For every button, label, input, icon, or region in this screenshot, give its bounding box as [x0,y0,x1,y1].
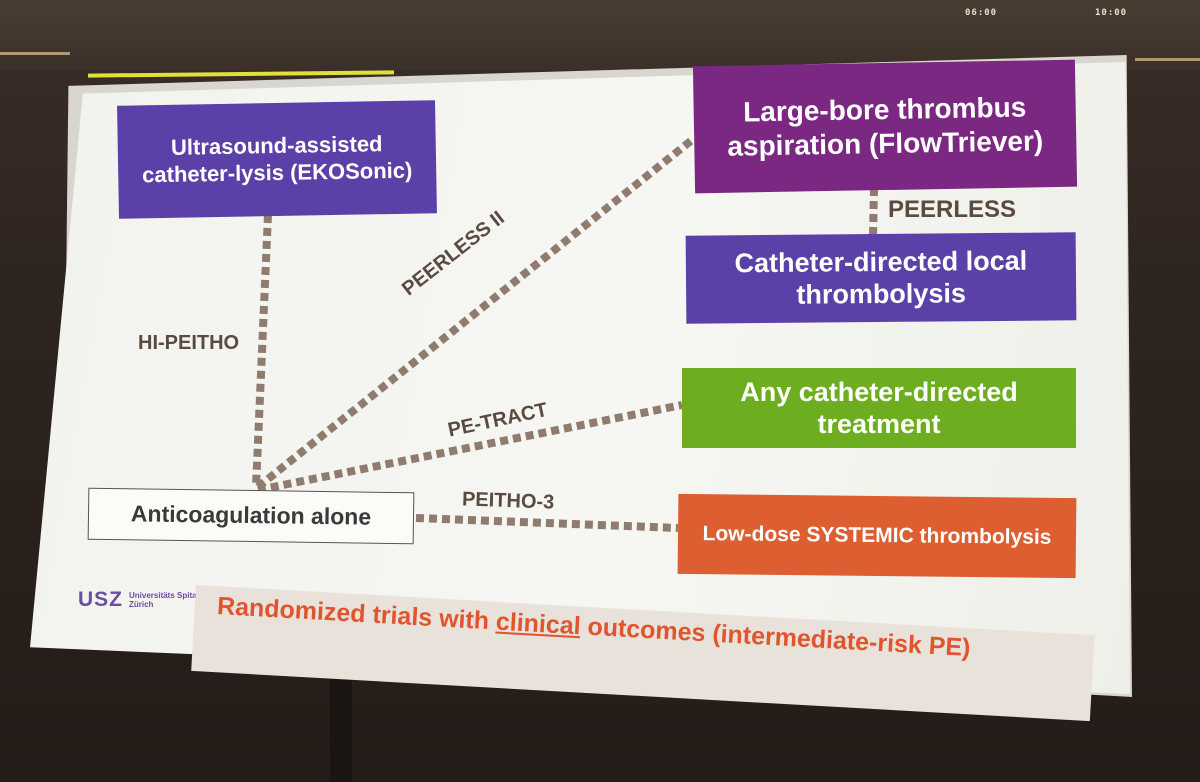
hi-peitho-line [252,214,272,488]
ekosonic-box: Ultrasound-assisted catheter-lysis (EKOS… [117,100,437,219]
anticoagulation-label: Anticoagulation alone [130,500,372,530]
flowtriever-box: Large-bore thrombus aspiration (FlowTrie… [692,59,1078,194]
banner-text-underlined: clinical [495,607,582,641]
peerless-ii-line [255,136,695,491]
ceiling-light [0,52,70,55]
ekosonic-label: Ultrasound-assisted catheter-lysis (EKOS… [141,131,413,187]
peitho-3-line [415,514,679,532]
pe-tract-line [257,401,683,494]
peerless-line [869,187,878,237]
ceiling [0,0,1200,70]
countdown-clock-right: 10:00 [1095,8,1128,18]
countdown-clock-left: 06:00 [965,8,998,18]
usz-logo-subtitle: Universitäts Spital Zürich [129,590,199,609]
local-lysis-box: Catheter-directed local thrombolysis [685,232,1077,324]
usz-logo-mark: USZ [78,588,123,611]
local-lysis-label: Catheter-directed local thrombolysis [734,245,1028,310]
systemic-lysis-label: Low-dose SYSTEMIC thrombolysis [702,522,1052,550]
anticoagulation-box: Anticoagulation alone [87,487,415,545]
ceiling-light [1135,58,1200,61]
hi-peitho-label: HI-PEITHO [138,332,240,354]
any-catheter-box: Any catheter-directed treatment [682,368,1076,448]
usz-logo: USZ Universitäts Spital Zürich [78,588,209,612]
peerless-label: PEERLESS [888,196,1017,223]
screen-pole [330,660,352,782]
any-catheter-label: Any catheter-directed treatment [740,376,1018,439]
flowtriever-label: Large-bore thrombus aspiration (FlowTrie… [727,91,1044,162]
peitho-3-label: PEITHO-3 [461,488,555,514]
systemic-lysis-box: Low-dose SYSTEMIC thrombolysis [677,493,1077,579]
